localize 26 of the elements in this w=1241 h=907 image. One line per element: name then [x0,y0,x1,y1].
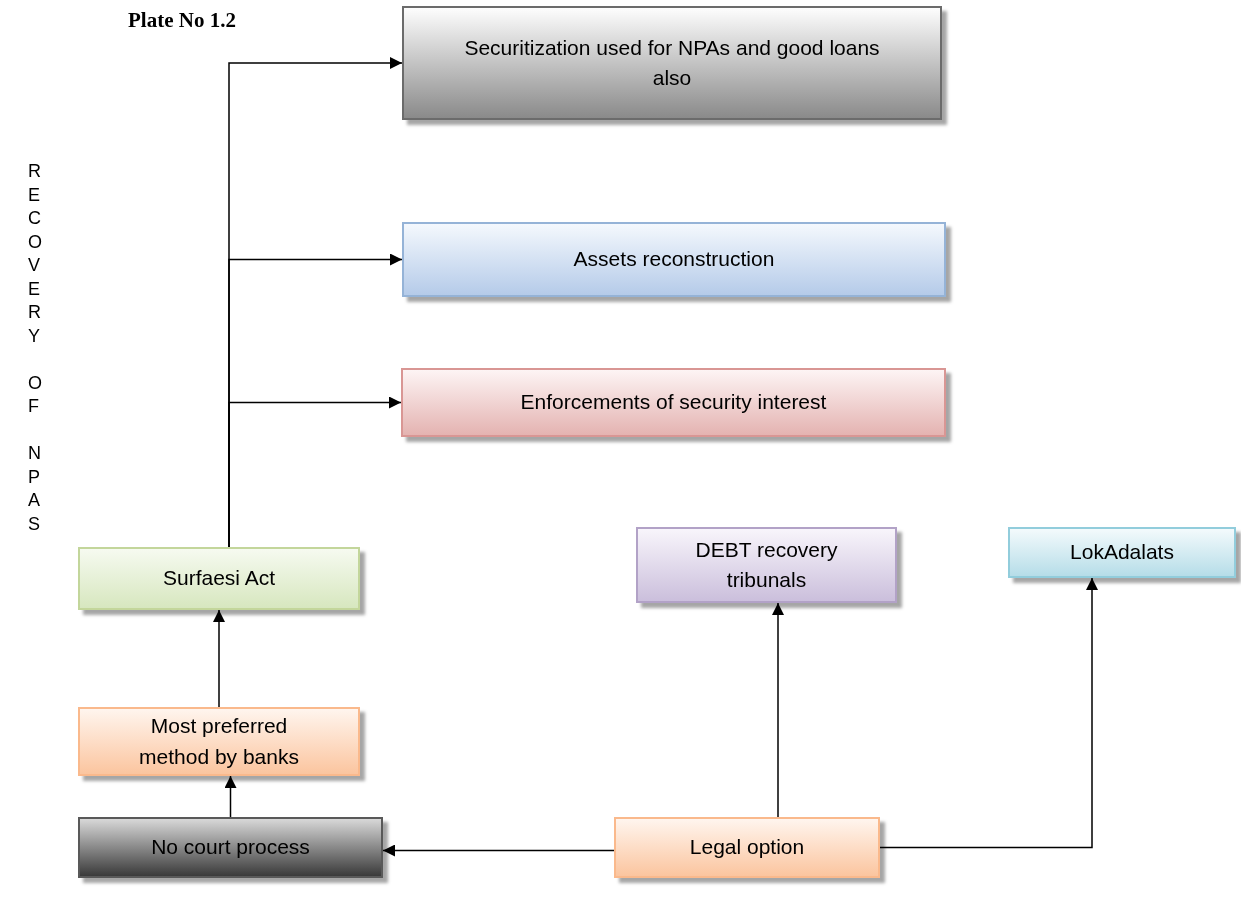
vertical-label: RECOVERY OF NPAS [28,160,41,536]
box-text: No court process [151,834,310,861]
arrow [382,844,615,857]
process-box [402,6,942,120]
arrow [879,577,1098,849]
arrow [213,609,225,708]
arrow [224,775,237,818]
box-text: LokAdalats [1070,539,1174,566]
arrow [772,602,784,818]
process-box [614,817,880,878]
process-box [636,527,897,603]
arrow [228,396,402,548]
process-box [401,368,946,437]
box-text: DEBT recovery tribunals [694,536,839,593]
process-box [402,222,946,297]
box-text: Enforcements of security interest [520,389,827,416]
process-box [78,547,360,610]
box-text: Securitization used for NPAs and good loans also [464,34,880,91]
process-box [78,707,360,776]
box-text: Legal option [689,834,805,861]
box-text: Most preferred method by banks [138,713,300,770]
plate-title: Plate No 1.2 [128,8,236,33]
box-text: Surfaesi Act [162,565,276,592]
process-box [78,817,383,878]
box-text: Assets reconstruction [573,246,775,273]
process-box [1008,527,1236,578]
